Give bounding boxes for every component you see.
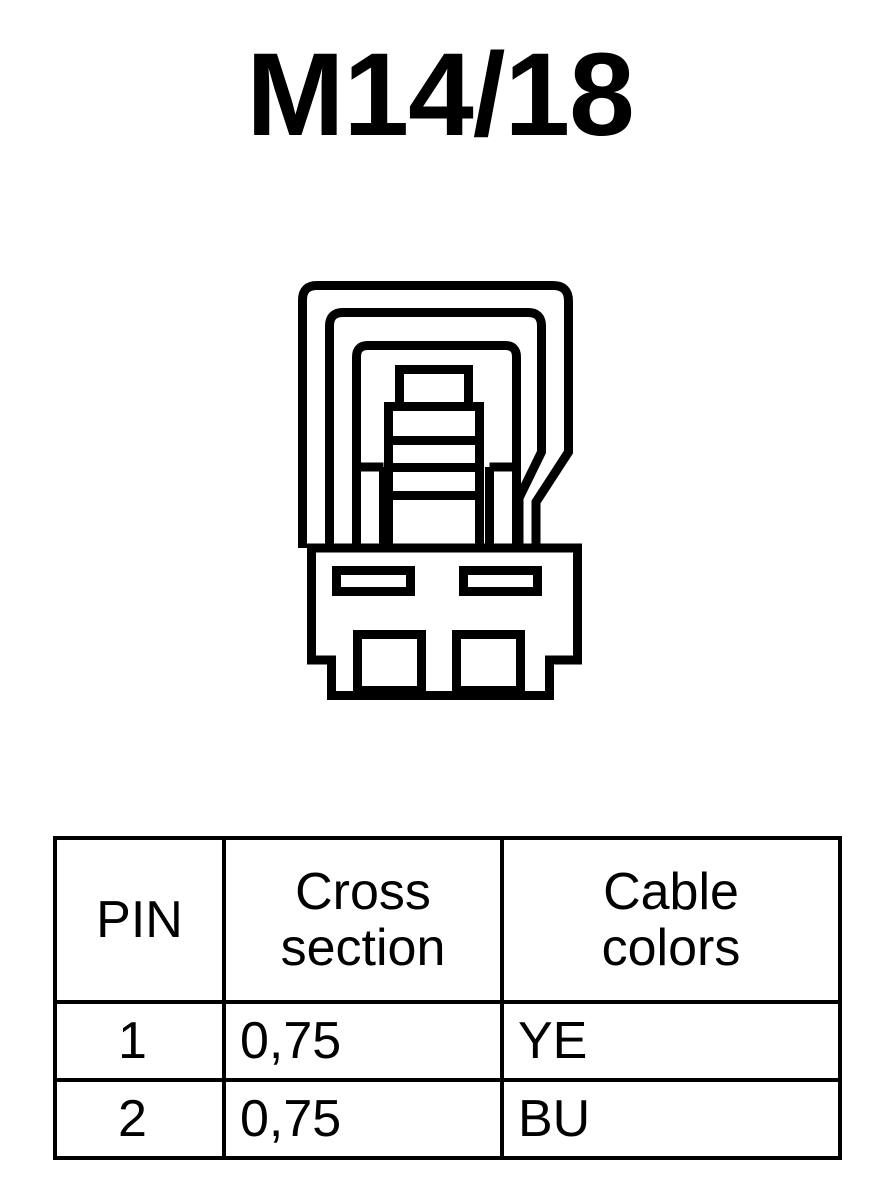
pinout-table: PIN Cross section Cable colors 1 0,75 YE…	[53, 836, 842, 1160]
connector-svg	[298, 281, 582, 700]
column-header-cable-colors-line-2: colors	[601, 919, 741, 977]
latch-cap-box	[395, 365, 473, 407]
cell-cable-color: BU	[500, 1078, 842, 1160]
cell-cross-section: 0,75	[222, 1078, 504, 1160]
retention-slot-left	[332, 566, 415, 596]
page-title: M14/18	[246, 29, 635, 161]
cell-cross-section: 0,75	[222, 1000, 504, 1082]
column-header-cross-section: Cross section	[222, 836, 504, 1004]
column-header-pin: PIN	[53, 836, 226, 1004]
column-header-pin-line-1: PIN	[96, 890, 183, 949]
column-header-cable-colors: Cable colors	[500, 836, 842, 1004]
column-header-cross-section-line-2: section	[280, 919, 446, 977]
cell-pin: 1	[53, 1000, 226, 1082]
connector-diagram	[0, 255, 880, 755]
cell-pin: 2	[53, 1078, 226, 1160]
shroud-middle-path	[325, 308, 546, 548]
connector-outlines	[298, 281, 582, 700]
column-header-cable-colors-line-1: Cable	[603, 862, 739, 921]
table-header: PIN Cross section Cable colors	[53, 836, 842, 1004]
shroud-outer-path	[298, 281, 573, 548]
retention-slot-right	[459, 566, 542, 596]
table-body: 1 0,75 YE 2 0,75 BU	[53, 1000, 842, 1160]
housing-body	[307, 543, 582, 700]
pin-cavity-1	[353, 630, 426, 695]
latch-body-box	[384, 402, 484, 548]
pin-cavity-2	[452, 630, 525, 695]
table-row: 2 0,75 BU	[53, 1078, 842, 1160]
shroud-inner-path	[352, 341, 521, 548]
column-header-cross-section-line-1: Cross	[295, 862, 431, 921]
table-row: 1 0,75 YE	[53, 1000, 842, 1082]
table-header-row: PIN Cross section Cable colors	[53, 836, 842, 1004]
cell-cable-color: YE	[500, 1000, 842, 1082]
